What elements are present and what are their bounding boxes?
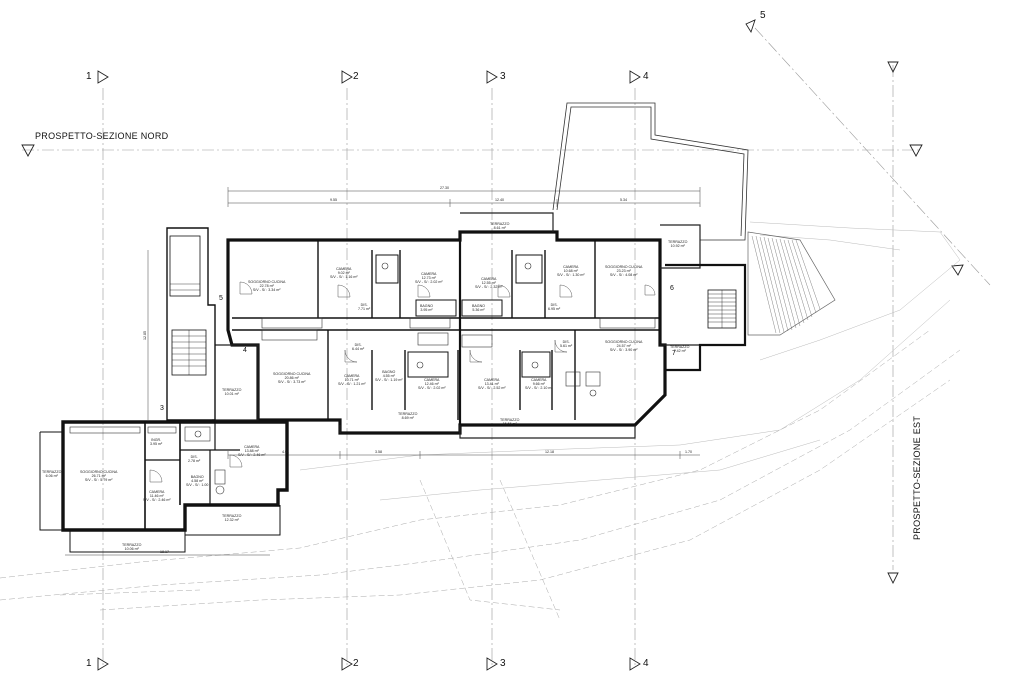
terrain-lines bbox=[0, 329, 961, 621]
unit-number: 3 bbox=[160, 405, 164, 412]
room-label: DIS.7.71 m² bbox=[358, 303, 371, 312]
grid-label-5: 5 bbox=[760, 10, 766, 21]
east-elevation-title: PROSPETTO-SEZIONE EST bbox=[912, 415, 922, 540]
door-swings bbox=[149, 281, 656, 483]
grid-label-2-top: 2 bbox=[353, 71, 359, 82]
grid-label-4-bottom: 4 bbox=[643, 658, 649, 669]
dim-bottom-seg-4: 1.70 bbox=[685, 450, 692, 454]
dim-annex-bottom: 18.17 bbox=[160, 550, 169, 554]
unit-number: 4 bbox=[243, 347, 247, 354]
grid-label-3-bottom: 3 bbox=[500, 658, 506, 669]
dim-bottom-seg-3: 12.18 bbox=[545, 450, 554, 454]
unit-number: 6 bbox=[670, 285, 674, 292]
room-label: DIS.6.44 m² bbox=[352, 343, 365, 352]
annex-fixtures bbox=[69, 426, 226, 495]
room-label: INGR.3.95 m² bbox=[150, 438, 163, 447]
grid-markers bbox=[21, 19, 964, 671]
main-building-walls bbox=[226, 230, 667, 435]
west-stair-tower bbox=[166, 227, 216, 421]
dim-left-height: 12.85 bbox=[143, 331, 147, 340]
north-elevation-title: PROSPETTO-SEZIONE NORD bbox=[35, 131, 169, 141]
east-stair-tower bbox=[665, 263, 747, 372]
grid-axes bbox=[22, 27, 991, 665]
dim-top-seg-3: 5.34 bbox=[620, 198, 627, 202]
room-label: DIS.6.95 m² bbox=[548, 303, 561, 312]
room-label: DIS.2.78 m² bbox=[188, 455, 201, 464]
unit-number: 5 bbox=[219, 295, 223, 302]
grid-label-1-bottom: 1 bbox=[86, 658, 92, 669]
grid-label-1-top: 1 bbox=[86, 71, 92, 82]
east-stair-hatch bbox=[747, 231, 836, 336]
dim-top-total: 27.30 bbox=[440, 186, 449, 190]
grid-label-3-top: 3 bbox=[500, 71, 506, 82]
fixtures bbox=[261, 262, 656, 397]
unit-number: 7 bbox=[672, 350, 676, 357]
dimension-lines bbox=[65, 187, 701, 556]
dim-top-seg-1: 9.55 bbox=[330, 198, 337, 202]
site-contours bbox=[299, 221, 961, 501]
dim-bottom-seg-2: 3.58 bbox=[375, 450, 382, 454]
upper-terrace-outline bbox=[552, 102, 749, 241]
dim-bottom-seg-1: 4.91 bbox=[282, 450, 289, 454]
dim-top-seg-2: 12.40 bbox=[495, 198, 504, 202]
terraces bbox=[212, 212, 701, 439]
annex-building-walls bbox=[39, 420, 289, 553]
grid-label-4-top: 4 bbox=[643, 71, 649, 82]
room-label: DIS.5.61 m² bbox=[560, 340, 573, 349]
grid-label-2-bottom: 2 bbox=[353, 658, 359, 669]
